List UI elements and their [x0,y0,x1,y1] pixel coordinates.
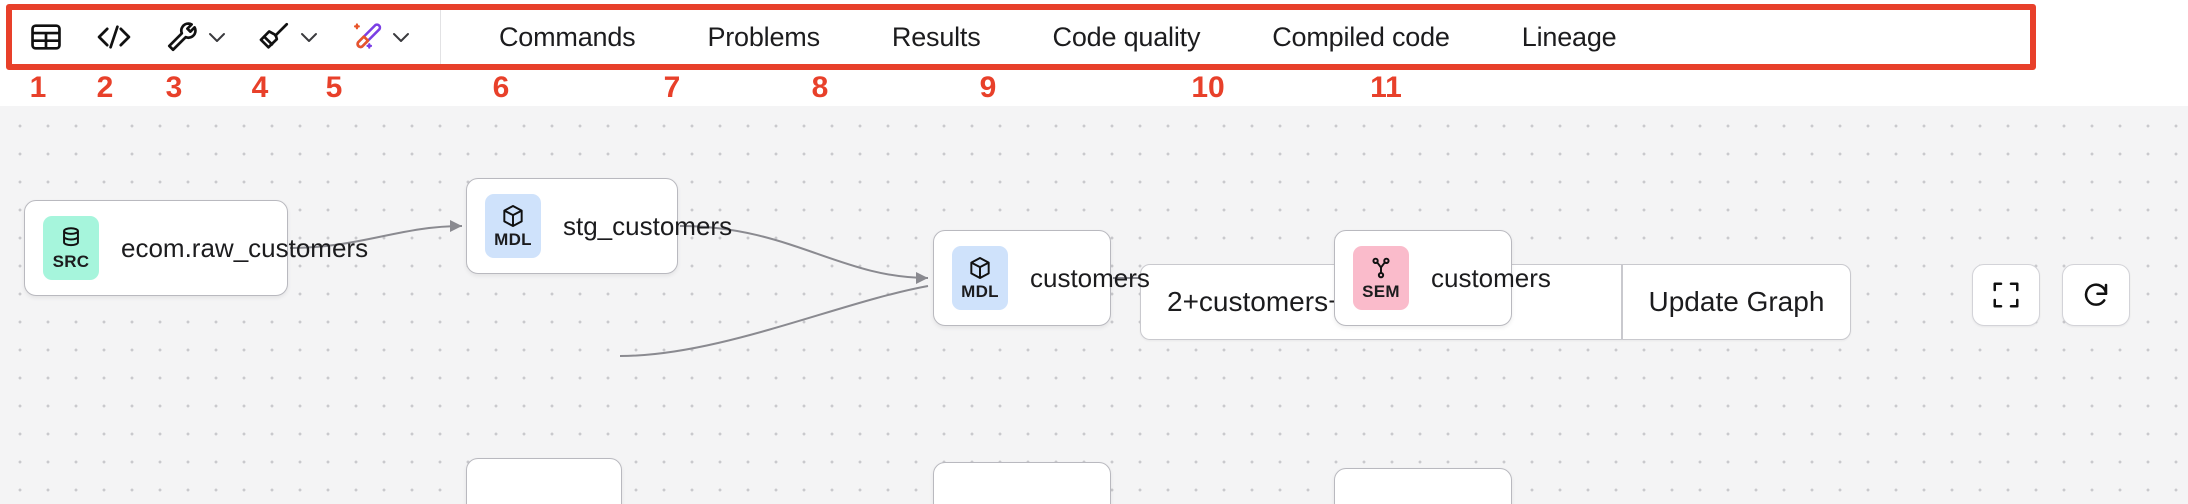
badge-label: SRC [52,251,90,271]
arrow-head [916,272,928,284]
toolbar-icon-group [12,10,441,64]
tab-problems[interactable]: Problems [707,21,820,52]
refresh-button[interactable] [2062,264,2130,326]
query-divider [1621,265,1623,339]
lineage-node-customers-semantic[interactable]: SEM customers [1334,230,1551,326]
callout-1: 1 [29,71,47,104]
badge-label: MDL [494,229,532,249]
callout-3: 3 [165,71,183,104]
edge-stg-to-customers [679,225,929,279]
callout-numbers: 1 2 3 4 5 6 7 8 9 10 11 [0,70,2188,106]
lineage-node-partial-center[interactable] [933,462,1111,504]
callout-8: 8 [811,71,829,104]
node-label: stg_customers [563,210,733,241]
fullscreen-icon [1993,282,2019,308]
node-label: ecom.raw_customers [121,232,369,263]
chevron-down-icon[interactable] [294,25,324,49]
tab-lineage[interactable]: Lineage [1521,21,1617,52]
callout-9: 9 [979,71,997,104]
broom-icon[interactable] [254,15,294,59]
node-type-badge-sem: SEM [1353,246,1409,310]
callout-2: 2 [96,71,114,104]
toolbar-wrench-group [162,15,232,59]
toolbar-format-group [254,15,324,59]
callout-5: 5 [325,71,343,104]
arrow-head [450,220,462,232]
semantic-icon [1372,257,1390,278]
callout-10: 10 [1191,71,1225,104]
lineage-node-partial-left[interactable] [466,458,622,504]
update-graph-button[interactable]: Update Graph [1623,265,1851,339]
cube-icon [970,256,990,279]
chevron-down-icon[interactable] [386,25,416,49]
node-label: customers [1030,262,1150,293]
node-type-badge-mdl: MDL [485,194,541,258]
callout-7: 7 [663,71,681,104]
refresh-icon [2084,283,2108,306]
toolbar-ai-group [346,15,416,59]
node-type-badge-mdl: MDL [952,246,1008,310]
node-label: customers [1431,262,1551,293]
editor-toolbar: Commands Problems Results Code quality C… [0,0,2188,70]
toolbar-contents: Commands Problems Results Code quality C… [12,10,2030,64]
code-icon[interactable] [94,15,134,59]
tab-results[interactable]: Results [891,21,981,52]
lineage-canvas[interactable]: Update Graph [0,106,2188,504]
callout-4: 4 [251,71,269,104]
badge-label: SEM [1362,281,1400,301]
toolbar-tabs: Commands Problems Results Code quality C… [441,10,1652,64]
badge-label: MDL [961,281,999,301]
lineage-node-customers-model[interactable]: MDL customers [933,230,1150,326]
callout-6: 6 [492,71,510,104]
fullscreen-button[interactable] [1972,264,2040,326]
lineage-node-partial-right[interactable] [1334,468,1512,504]
tab-compiled-code[interactable]: Compiled code [1272,21,1450,52]
magic-wand-icon[interactable] [346,15,386,59]
chevron-down-icon[interactable] [202,25,232,49]
cube-icon [503,204,523,227]
tab-code-quality[interactable]: Code quality [1052,21,1201,52]
tab-commands[interactable]: Commands [499,21,636,52]
lineage-node-stg-customers[interactable]: MDL stg_customers [466,178,732,274]
edge-raw-to-stg [289,225,463,249]
table-icon[interactable] [26,15,66,59]
edge-lower-to-customers [619,285,929,357]
node-type-badge-src: SRC [43,216,99,280]
wrench-icon[interactable] [162,15,202,59]
toolbar-divider [440,10,441,64]
callout-11: 11 [1370,71,1402,104]
lineage-node-raw-customers[interactable]: SRC ecom.raw_customers [24,200,368,296]
database-icon [63,226,79,246]
